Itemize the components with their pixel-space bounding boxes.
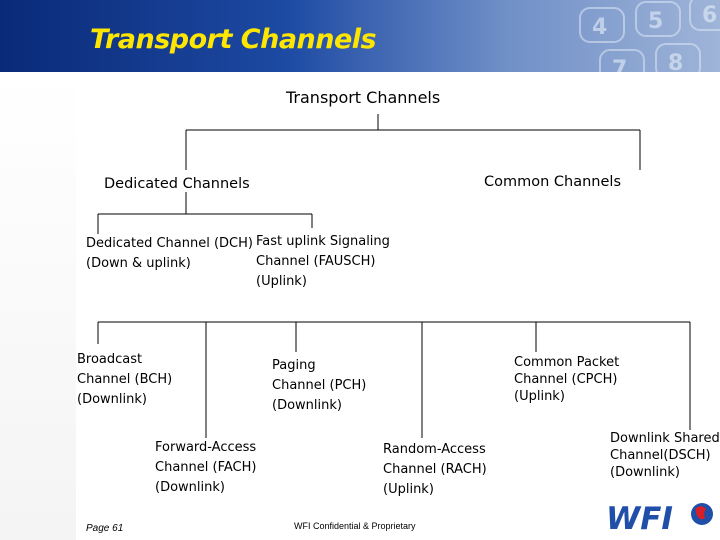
- svg-text:4: 4: [592, 15, 607, 40]
- svg-text:5: 5: [648, 9, 663, 34]
- pch-line-1: Paging: [272, 358, 316, 373]
- cpch-line-3: (Uplink): [514, 389, 565, 404]
- bch-line-3: (Downlink): [77, 392, 147, 407]
- node-pch: Paging Channel (PCH) (Downlink): [272, 356, 366, 416]
- svg-text:8: 8: [668, 51, 683, 72]
- bch-line-2: Channel (BCH): [77, 372, 173, 387]
- wfi-logo-text: WFI: [606, 501, 673, 536]
- rach-line-2: Channel (RACH): [383, 462, 487, 477]
- pch-line-2: Channel (PCH): [272, 378, 367, 393]
- phone-keypad-image: 4 5 6 7 8: [579, 0, 720, 72]
- node-cpch: Common Packet Channel (CPCH) (Uplink): [514, 354, 619, 405]
- node-root: Transport Channels: [286, 88, 440, 108]
- dsch-line-1: Downlink Shared: [610, 431, 720, 446]
- bch-line-1: Broadcast: [77, 352, 143, 367]
- dedicated-channels-label: Dedicated Channels: [104, 176, 250, 192]
- root-label: Transport Channels: [286, 88, 441, 107]
- common-channels-label: Common Channels: [484, 174, 621, 190]
- fausch-line-1: Fast uplink Signaling: [256, 234, 390, 249]
- rach-line-1: Random-Access: [383, 442, 486, 457]
- cpch-line-2: Channel (CPCH): [514, 372, 618, 387]
- fach-line-3: (Downlink): [155, 480, 225, 495]
- node-dedicated-channels: Dedicated Channels: [104, 174, 250, 194]
- svg-text:7: 7: [612, 57, 627, 72]
- pch-line-3: (Downlink): [272, 398, 342, 413]
- svg-text:6: 6: [702, 3, 717, 28]
- node-dch: Dedicated Channel (DCH) (Down & uplink): [86, 234, 253, 274]
- wfi-logo: WFI: [606, 501, 713, 536]
- rach-line-3: (Uplink): [383, 482, 434, 497]
- node-fach: Forward-Access Channel (FACH) (Downlink): [155, 438, 256, 498]
- dch-line-2: (Down & uplink): [86, 256, 191, 271]
- node-fausch: Fast uplink Signaling Channel (FAUSCH) (…: [256, 232, 390, 292]
- cpch-line-1: Common Packet: [514, 355, 620, 370]
- fausch-line-3: (Uplink): [256, 274, 307, 289]
- left-margin-panel: [0, 72, 76, 540]
- node-rach: Random-Access Channel (RACH) (Uplink): [383, 440, 487, 500]
- dsch-line-3: (Downlink): [610, 465, 680, 480]
- slide-title: Transport Channels: [90, 24, 377, 55]
- node-bch: Broadcast Channel (BCH) (Downlink): [77, 350, 172, 410]
- page-number: Page 61: [86, 523, 124, 534]
- fausch-line-2: Channel (FAUSCH): [256, 254, 376, 269]
- fach-line-1: Forward-Access: [155, 440, 257, 455]
- confidential-notice: WFI Confidential & Proprietary: [294, 521, 416, 531]
- title-banner: 4 5 6 7 8 Transport Channels: [0, 0, 720, 72]
- fach-line-2: Channel (FACH): [155, 460, 257, 475]
- dch-line-1: Dedicated Channel (DCH): [86, 236, 253, 251]
- globe-icon: [691, 503, 713, 525]
- dsch-line-2: Channel(DSCH): [610, 448, 711, 463]
- node-dsch: Downlink Shared Channel(DSCH) (Downlink): [610, 430, 720, 481]
- node-common-channels: Common Channels: [484, 172, 621, 192]
